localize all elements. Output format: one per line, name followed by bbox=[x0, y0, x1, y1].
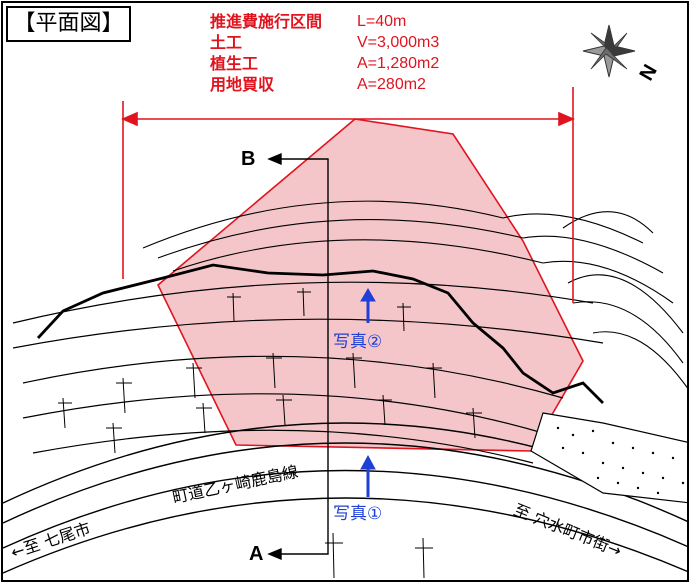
contour-lines bbox=[142, 200, 687, 389]
section-label-b: B bbox=[241, 148, 256, 170]
project-summary: 推進費施行区間 L=40m 土工 V=3,000m3 植生工 A=1,280m2… bbox=[210, 11, 439, 95]
hatched-area bbox=[530, 412, 687, 504]
construction-area bbox=[157, 118, 584, 452]
summary-value: V=3,000m3 bbox=[357, 34, 440, 51]
compass-north-label: N bbox=[635, 61, 661, 85]
summary-row: 土工 V=3,000m3 bbox=[210, 32, 439, 53]
slope-ticks bbox=[58, 287, 482, 579]
summary-value: A=280m2 bbox=[357, 76, 426, 93]
summary-value: A=1,280m2 bbox=[357, 55, 440, 72]
hatch-dots bbox=[556, 426, 685, 495]
summary-label: 土工 bbox=[210, 33, 243, 52]
summary-label: 推進費施行区間 bbox=[210, 12, 323, 31]
summary-row: 推進費施行区間 L=40m bbox=[210, 11, 439, 32]
summary-value: L=40m bbox=[357, 13, 407, 30]
photo-arrows bbox=[360, 288, 376, 497]
summary-label: 植生工 bbox=[210, 54, 259, 73]
section-extent-dimension bbox=[120, 87, 576, 303]
plan-map: N bbox=[3, 24, 687, 579]
summary-row: 用地買収 A=280m2 bbox=[210, 74, 439, 95]
photo-2-label: 写真② bbox=[333, 332, 383, 352]
section-line bbox=[267, 152, 329, 561]
section-label-a: A bbox=[249, 543, 264, 565]
summary-label: 用地買収 bbox=[210, 75, 275, 94]
map-title: 【平面図】 bbox=[6, 6, 131, 42]
existing-road-line bbox=[36, 263, 604, 404]
summary-row: 植生工 A=1,280m2 bbox=[210, 53, 439, 74]
slope-lines bbox=[12, 281, 604, 464]
compass-rose-icon bbox=[582, 24, 636, 78]
photo-1-label: 写真① bbox=[333, 504, 383, 524]
